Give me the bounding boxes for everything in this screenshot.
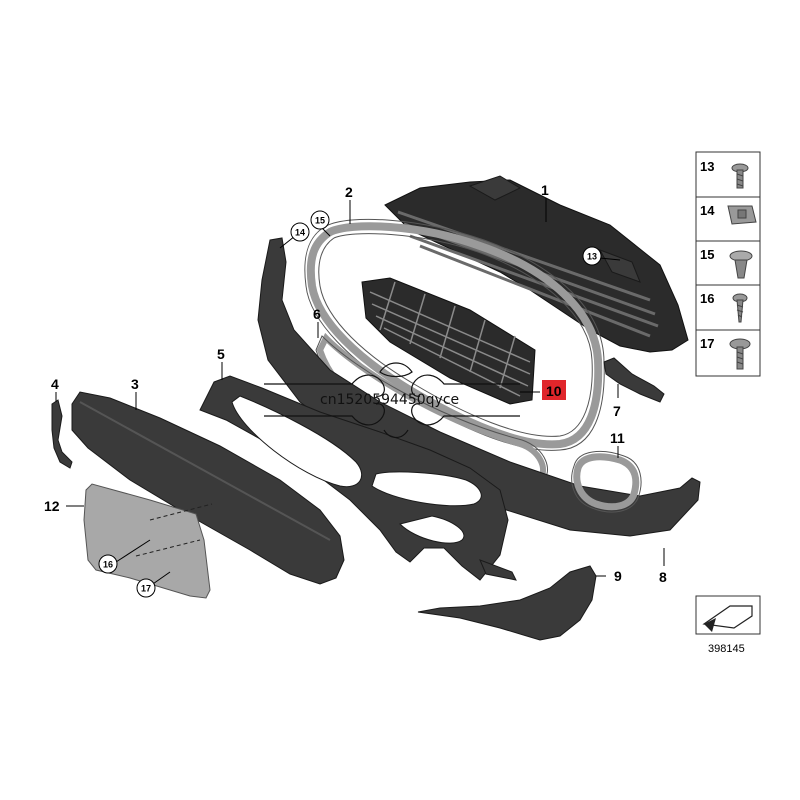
legend-num-17: 17 [700, 336, 714, 351]
label-part-9: 9 [614, 568, 622, 584]
label-part-1: 1 [541, 182, 549, 198]
clip-nut-icon [727, 205, 757, 225]
highlight-badge [542, 380, 566, 400]
leader-lines [55, 198, 665, 587]
label-part-3: 3 [131, 376, 139, 392]
small-bracket-part [51, 399, 73, 469]
diagram-number: 398145 [708, 643, 745, 655]
view-direction-icon [702, 605, 753, 629]
legend-num-15: 15 [700, 247, 714, 262]
watermark: cn1520594450qyce [264, 362, 520, 439]
expanding-rivet-icon [729, 250, 753, 279]
lower-bumper-grille-part [199, 375, 517, 581]
label-part-8: 8 [659, 569, 667, 585]
label-part-11: 11 [610, 430, 625, 446]
watermark-text: cn1520594450qyce [320, 392, 459, 408]
label-part-7: 7 [613, 403, 621, 419]
circled-ref-15: 15 [315, 216, 325, 226]
circled-ref-13: 13 [587, 252, 597, 262]
label-part-4: 4 [51, 376, 59, 392]
label-part-12: 12 [44, 498, 60, 514]
washer-screw-icon [731, 163, 749, 189]
circled-ref-16: 16 [103, 560, 113, 570]
inner-grille-mesh-part [361, 277, 536, 405]
legend-num-13: 13 [700, 159, 714, 174]
collar-screw-icon [729, 338, 751, 370]
side-bracket-part [603, 357, 665, 403]
diagram-reference: 398145 [695, 595, 761, 655]
grille-surround-part [304, 218, 605, 451]
circled-ref-17: 17 [141, 584, 151, 594]
self-tapping-screw-icon [732, 293, 748, 323]
hardware-legend: 13 14 15 16 17 [695, 151, 761, 377]
ornament-bottom-icon [264, 403, 520, 426]
legend-num-16: 16 [700, 291, 714, 306]
label-part-10: 10 [546, 383, 562, 399]
circled-ref-14: 14 [295, 228, 305, 238]
legend-num-14: 14 [700, 203, 715, 218]
lower-bumper-panel-part [71, 391, 345, 585]
part-labels: 1 2 3 4 5 6 7 8 9 10 11 12 [44, 182, 667, 585]
label-part-2: 2 [345, 184, 353, 200]
circled-references: 14 15 13 16 17 [98, 210, 602, 598]
ornament-top-icon [264, 374, 520, 397]
label-part-6: 6 [313, 306, 321, 322]
fog-lamp-bezel-part [571, 450, 642, 513]
label-part-5: 5 [217, 346, 225, 362]
